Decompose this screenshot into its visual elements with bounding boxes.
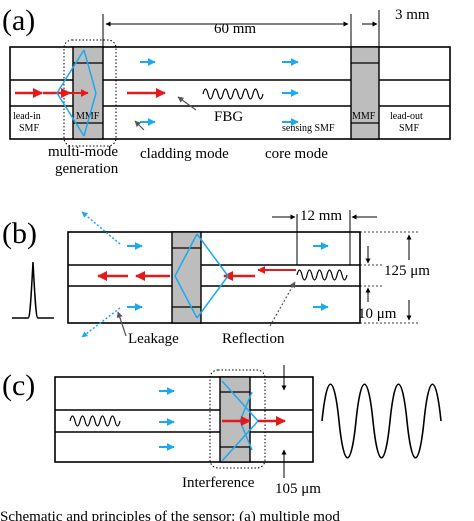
panel-a-dim-3: 3 mm xyxy=(395,7,430,23)
panel-b-dim-125: 125 μm xyxy=(384,263,430,279)
panel-c-fringe-wave xyxy=(321,383,442,459)
panel-a-multimode-line2: generation xyxy=(55,161,119,177)
panel-b-fiber-cladding xyxy=(67,231,361,324)
panel-a-multimode-line1: multi-mode xyxy=(48,144,118,160)
panel-c-fbg-grating xyxy=(69,415,121,427)
panel-a-sensing-label: sensing SMF xyxy=(282,123,335,134)
panel-b-reflection-label: Reflection xyxy=(222,331,285,347)
panel-a-label: (a) xyxy=(2,4,35,37)
panel-a-mmf-label-left: MMF xyxy=(76,111,100,122)
panel-a-mmf-label-right: MMF xyxy=(352,111,376,122)
panel-b-dim-12: 12 mm xyxy=(300,208,342,224)
panel-a: (a) 60 mm 3 mm lead-in SMF MMF MMF FBG s… xyxy=(2,4,451,177)
panel-a-fiber-cladding xyxy=(9,46,451,140)
panel-a-cladding-mode-label: cladding mode xyxy=(140,146,229,162)
panel-a-fbg-pointer xyxy=(177,96,197,111)
panel-c-label: (c) xyxy=(2,369,35,402)
panel-a-dim-60: 60 mm xyxy=(214,21,256,37)
panel-a-fbg-label: FBG xyxy=(214,109,243,125)
panel-a-cladding-pointer xyxy=(134,120,145,131)
panel-c-mmf xyxy=(219,376,251,463)
panel-b-leakage-up xyxy=(81,211,121,245)
panel-c-interference-box xyxy=(209,369,266,469)
panel-a-mmf-right xyxy=(350,46,380,140)
panel-b: (b) 12 mm 125 μm 10 μm xyxy=(2,208,430,347)
panel-b-label: (b) xyxy=(2,217,37,250)
panel-a-fbg-grating xyxy=(202,88,264,100)
panel-c-fiber-cladding xyxy=(54,376,314,463)
panel-a-lead-in-line2: SMF xyxy=(19,123,39,134)
panel-c-dim-105: 105 μm xyxy=(275,481,321,497)
panel-a-lead-out-line1: lead-out xyxy=(390,111,423,122)
panel-b-leakage-label: Leakage xyxy=(128,331,179,347)
panel-c: (c) 105 μm Interference xyxy=(2,365,442,497)
figure-caption: Schematic and principles of the sensor: … xyxy=(0,509,340,521)
panel-a-core-mode-label: core mode xyxy=(265,146,328,162)
panel-a-multimode-box xyxy=(63,39,117,147)
panel-c-interference-label: Interference xyxy=(182,475,255,491)
panel-a-lead-out-line2: SMF xyxy=(399,123,419,134)
panel-b-reflection-peak xyxy=(12,261,54,319)
panel-a-lead-in-line1: lead-in xyxy=(13,111,41,122)
panel-b-mmf xyxy=(171,231,202,324)
panel-b-dim-10: 10 μm xyxy=(358,306,397,322)
panel-b-fbg-grating xyxy=(296,269,348,281)
